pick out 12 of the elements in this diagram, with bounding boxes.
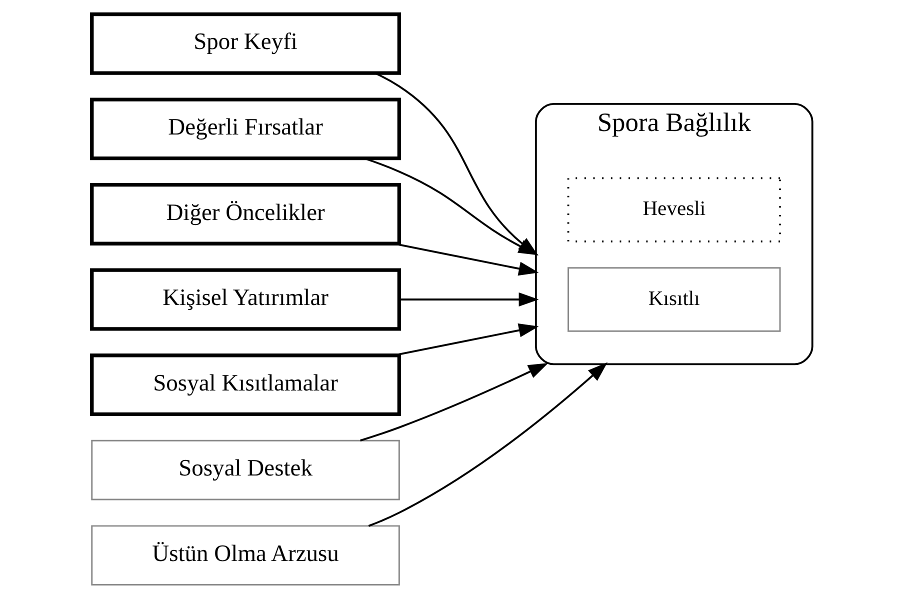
arrow [368,362,608,527]
node-box: Sosyal Destek [90,440,400,500]
arrow [360,362,548,442]
node-box: Değerli Fırsatlar [90,98,401,160]
node-box: Sosyal Kısıtlamalar [90,354,401,416]
node-box: Spor Keyfi [90,12,401,75]
node-box: Diğer Öncelikler [90,182,401,246]
node-box: Üstün Olma Arzusu [90,525,400,586]
node-box: Kişisel Yatırımlar [90,268,401,331]
arrow [398,292,538,306]
node-box: Kısıtlı [567,267,780,332]
node-box: Hevesli [566,177,780,242]
